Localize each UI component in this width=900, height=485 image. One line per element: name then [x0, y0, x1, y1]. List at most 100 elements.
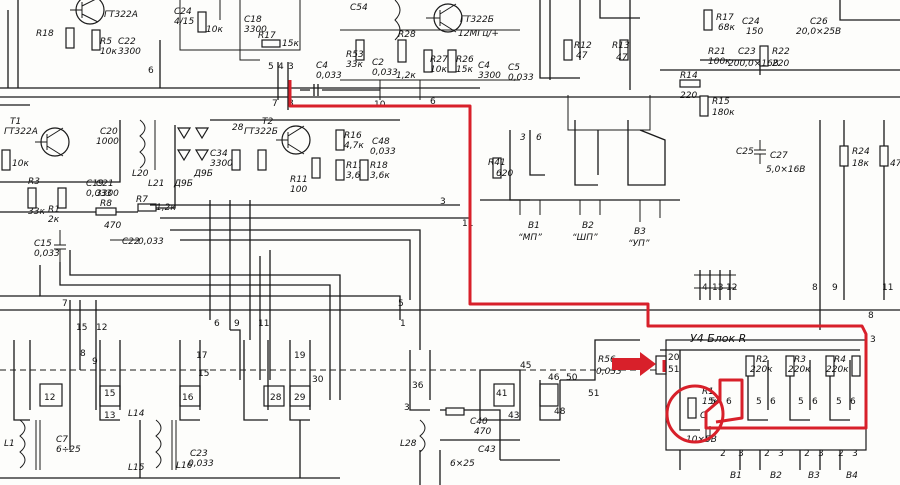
- pin-3: 3: [288, 62, 294, 72]
- block-pin-6b: 6: [770, 397, 776, 407]
- bottom-left-switches: [13, 300, 311, 450]
- r13b-label: R13: [612, 41, 630, 51]
- c54-label: C54: [350, 3, 368, 13]
- r7-label: R7: [136, 195, 148, 205]
- pin-4: 4: [278, 62, 284, 72]
- pin-6-mid: 6: [430, 97, 436, 107]
- r14-label: R14: [680, 71, 698, 81]
- pin-11-bl: 11: [258, 319, 269, 329]
- r12-label: R12: [574, 41, 592, 51]
- resistor-r12: [563, 39, 573, 61]
- c7-value: 6÷25: [56, 445, 81, 455]
- pin-51: 51: [588, 389, 599, 399]
- block-pin-3d: 3: [852, 449, 858, 459]
- resistor-r16: [335, 129, 345, 151]
- c4b-label: C4: [478, 61, 490, 71]
- r21-label: R21: [708, 47, 726, 57]
- pin-7-bl: 7: [62, 299, 68, 309]
- pin-13-box: 13: [104, 411, 115, 421]
- coil-l14: [155, 419, 162, 469]
- pin-12-bus: 12: [726, 283, 737, 293]
- block-r4-label: R4: [834, 355, 846, 365]
- r18b-value: 3,6к: [370, 171, 390, 181]
- c22b-value: 0,033: [138, 237, 164, 247]
- r24-label: R24: [852, 147, 870, 157]
- r22-value: 220: [772, 59, 789, 69]
- r26-label: R26: [456, 55, 474, 65]
- coil-l1: [19, 419, 26, 469]
- block-b3-label: В3: [808, 471, 820, 481]
- resistor-r47: [879, 145, 889, 167]
- c18-label: C18: [244, 15, 262, 25]
- pin-7: 7: [272, 99, 278, 109]
- pin-29: 29: [294, 393, 306, 403]
- r13b-value: 47: [616, 53, 628, 63]
- block-pin-5c: 5: [798, 397, 804, 407]
- pin-11-bus: 11: [462, 219, 473, 229]
- block-resistor-r4: [825, 355, 835, 377]
- coil-l28: [419, 419, 426, 453]
- coil-l20: [139, 119, 146, 169]
- c2-label: C2: [372, 58, 384, 68]
- r27-label: R27: [430, 55, 448, 65]
- block-pin-2a: 2: [720, 449, 726, 459]
- r53-value: 33к: [346, 60, 363, 70]
- diode-d5: [176, 127, 192, 140]
- block-resistor-r3: [785, 355, 795, 377]
- r1-label: R1: [48, 205, 60, 215]
- pin-19: 19: [294, 351, 306, 361]
- r14-value: 220: [680, 91, 697, 101]
- c21-label: C21: [96, 179, 114, 189]
- c25-value: 5,0×16В: [766, 165, 805, 175]
- resistor-r24b: [257, 149, 267, 171]
- block-resistor-r2: [745, 355, 755, 377]
- c5-label: C5: [508, 63, 520, 73]
- c5-value-left: 3300: [478, 71, 501, 81]
- block-pin-3a: 3: [738, 449, 744, 459]
- c23b-value: 0,033: [188, 459, 214, 469]
- c40-value: 470: [474, 427, 491, 437]
- top-wiring: [0, 0, 900, 106]
- switch-group: [509, 95, 666, 201]
- c26-label: C26: [810, 17, 828, 27]
- r12-value: 47: [576, 51, 588, 61]
- l28-label: L28: [400, 439, 417, 449]
- l1-label: L1: [4, 439, 15, 449]
- resistor-r22b: [231, 149, 241, 171]
- pin-45: 45: [520, 361, 531, 371]
- r26-value: 15к: [456, 65, 473, 75]
- block-pin-6a: 6: [726, 397, 732, 407]
- block-r4-value: 220к: [826, 365, 849, 375]
- resistor-r26: [447, 49, 457, 73]
- t3-type-label: ГТ322А: [104, 10, 138, 20]
- c23-value: 200,0×16В: [728, 59, 779, 69]
- r41-value: 620: [496, 169, 513, 179]
- c22-value: 3300: [118, 47, 141, 57]
- c3-value: 0,033: [508, 73, 534, 83]
- c15-label: C15: [34, 239, 52, 249]
- transistor-t3: [70, 0, 105, 25]
- pin-9-right: 9: [832, 283, 838, 293]
- bus-wiring: [0, 204, 900, 400]
- block-b1-label: В1: [730, 471, 742, 481]
- diode-d8: [194, 149, 210, 162]
- r22-label: R22: [772, 47, 790, 57]
- resistor-r28: [397, 39, 407, 63]
- rh-label: R11: [290, 175, 308, 185]
- red-annotations: [288, 80, 868, 444]
- block-pin-2d: 2: [838, 449, 844, 459]
- r17b-label: R17: [716, 13, 734, 23]
- diode-d6: [194, 127, 210, 140]
- r16-value: 4,7к: [344, 141, 364, 151]
- pin-36: 36: [412, 381, 424, 391]
- pin-1-bus: 1: [400, 319, 406, 329]
- resistor-r3: [27, 187, 37, 209]
- c34-value: 3300: [210, 159, 233, 169]
- pin-28: 28: [270, 393, 282, 403]
- r13-value: 10к: [206, 25, 223, 35]
- l16-label: L16: [176, 461, 193, 471]
- r5-value: 10к: [100, 47, 117, 57]
- pin-46: 46: [548, 373, 560, 383]
- pin-15-mid: 15: [198, 369, 209, 379]
